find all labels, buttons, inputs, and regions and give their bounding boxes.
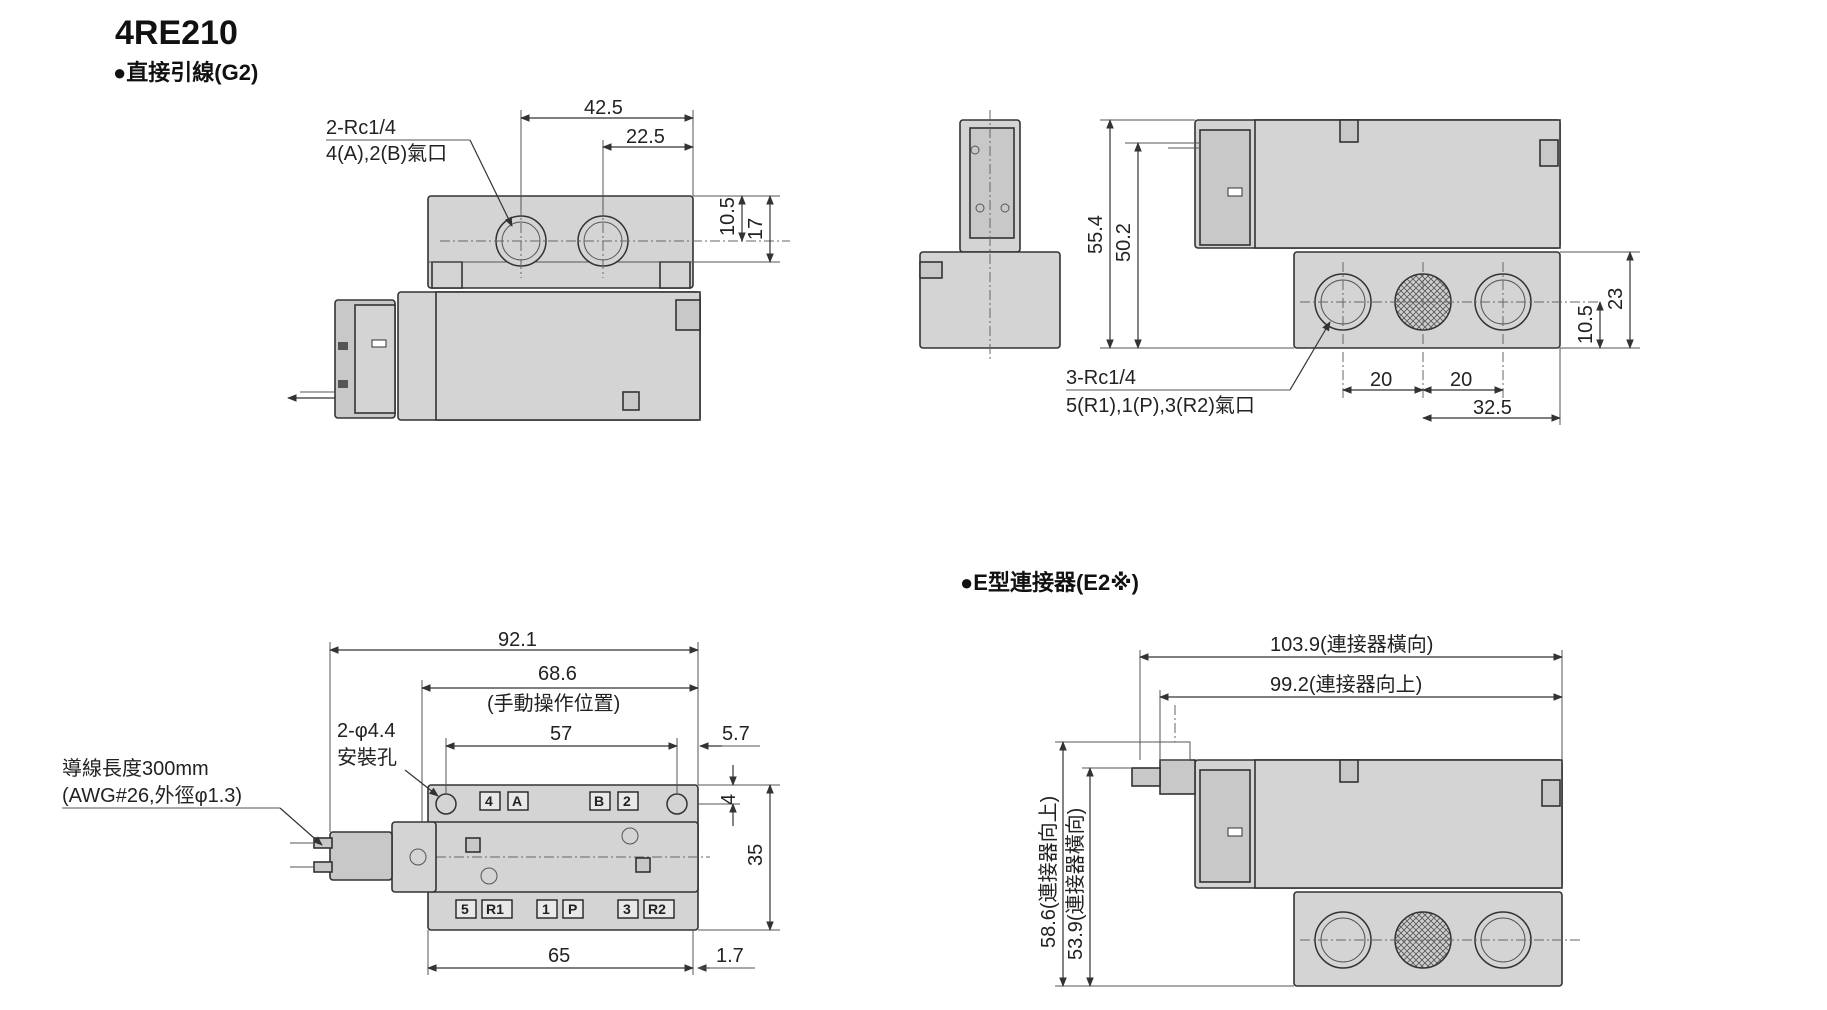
mount-hole-callout-1: 2-φ4.4 bbox=[337, 720, 396, 742]
side-view: 55.4 50.2 23 10.5 20 20 32.5 3-Rc1/4 5(R… bbox=[919, 110, 1640, 425]
front-port-callout-2: 4(A),2(B)氣口 bbox=[326, 142, 447, 165]
model-title: 4RE210 bbox=[115, 14, 238, 52]
dim-57: 57 bbox=[550, 723, 572, 745]
dim-23: 23 bbox=[1605, 288, 1627, 310]
top-view: 4 A B 2 5 R1 1 P 3 R2 bbox=[62, 629, 780, 975]
dim-32-5: 32.5 bbox=[1473, 397, 1512, 419]
dim-1-7: 1.7 bbox=[716, 945, 744, 967]
dim-10-5-front: 10.5 bbox=[717, 197, 739, 236]
front-view: 42.5 22.5 10.5 17 2-Rc1/4 4(A),2(B)氣口 bbox=[287, 97, 790, 421]
wire-callout-1: 導線長度300mm bbox=[62, 757, 209, 780]
front-port-callout-1: 2-Rc1/4 bbox=[326, 117, 396, 139]
dim-4: 4 bbox=[718, 794, 740, 805]
dim-35: 35 bbox=[745, 844, 767, 866]
port-label-5: 5 bbox=[461, 901, 469, 917]
dim-20-left: 20 bbox=[1370, 369, 1392, 391]
side-port-callout-2: 5(R1),1(P),3(R2)氣口 bbox=[1066, 394, 1255, 417]
dim-20-right: 20 bbox=[1450, 369, 1472, 391]
port-label-3: 3 bbox=[623, 901, 631, 917]
dim-42-5: 42.5 bbox=[584, 97, 623, 119]
port-label-r1: R1 bbox=[486, 901, 504, 917]
port-label-1: 1 bbox=[542, 901, 550, 917]
section-e-connector: ●E型連接器(E2※) bbox=[960, 570, 1139, 595]
port-label-p: P bbox=[568, 901, 577, 917]
port-label-4: 4 bbox=[485, 793, 493, 809]
port-label-b: B bbox=[594, 793, 604, 809]
dim-17: 17 bbox=[745, 218, 767, 240]
dim-10-5-side: 10.5 bbox=[1575, 305, 1597, 344]
dim-92-1: 92.1 bbox=[498, 629, 537, 651]
section-direct-wiring: ●直接引線(G2) bbox=[113, 60, 258, 85]
dim-53-9: 53.9(連接器橫向) bbox=[1064, 808, 1087, 960]
port-label-r2: R2 bbox=[648, 901, 666, 917]
dim-68-6: 68.6 bbox=[538, 663, 577, 685]
dim-58-6: 58.6(連接器向上) bbox=[1037, 796, 1060, 948]
dim-68-6-note: (手動操作位置) bbox=[487, 692, 620, 715]
mount-hole-callout-2: 安裝孔 bbox=[337, 746, 397, 769]
port-label-a: A bbox=[512, 793, 522, 809]
dim-99-2: 99.2(連接器向上) bbox=[1270, 673, 1422, 696]
dim-65: 65 bbox=[548, 945, 570, 967]
dim-103-9: 103.9(連接器橫向) bbox=[1270, 633, 1433, 656]
connector-view: 103.9(連接器橫向) 99.2(連接器向上) 58.6(連接器向上) 53.… bbox=[1037, 633, 1580, 987]
dim-5-7: 5.7 bbox=[722, 723, 750, 745]
dim-22-5: 22.5 bbox=[626, 126, 665, 148]
dim-55-4: 55.4 bbox=[1085, 215, 1107, 254]
side-port-callout-1: 3-Rc1/4 bbox=[1066, 367, 1136, 389]
port-label-2: 2 bbox=[623, 793, 631, 809]
wire-callout-2: (AWG#26,外徑φ1.3) bbox=[62, 784, 242, 807]
dim-50-2: 50.2 bbox=[1113, 223, 1135, 262]
